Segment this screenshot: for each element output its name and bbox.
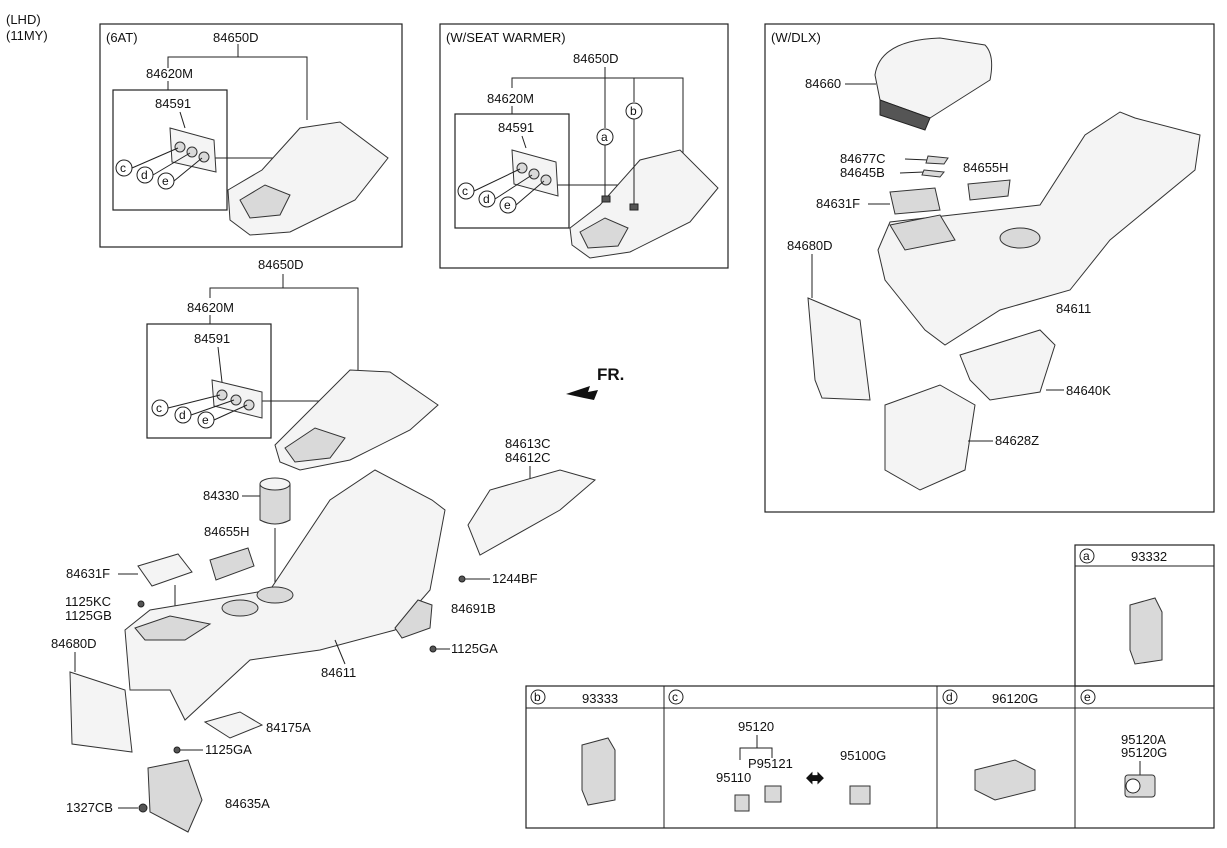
svg-text:e: e xyxy=(202,413,209,427)
table-e-part-1: 95120A xyxy=(1121,732,1166,747)
swap-arrow-icon: ⬌ xyxy=(806,765,824,790)
table-frame xyxy=(525,685,1215,829)
header-model-year: (11MY) xyxy=(6,28,48,43)
bracket-84691b xyxy=(394,599,433,639)
label-84635a: 84635A xyxy=(225,796,270,811)
dlx-label-84645b: 84645B xyxy=(840,165,885,180)
dlx-armrest-label: 84660 xyxy=(805,76,841,91)
svg-text:b: b xyxy=(630,104,637,118)
side-cover xyxy=(467,469,597,556)
dlx-label-84677c: 84677C xyxy=(840,151,886,166)
svg-text:d: d xyxy=(946,690,953,704)
box-6at-frame xyxy=(99,23,403,248)
label-84631f: 84631F xyxy=(66,566,110,581)
front-arrow-icon xyxy=(566,386,598,400)
dlx-label-84680d: 84680D xyxy=(787,238,833,253)
table-d-part: 96120G xyxy=(992,691,1038,706)
box-seat-frame xyxy=(439,23,729,269)
box-seat-title: (W/SEAT WARMER) xyxy=(446,30,566,45)
switch-93332 xyxy=(1129,597,1163,665)
svg-text:e: e xyxy=(162,174,169,188)
label-1327cb: 1327CB xyxy=(66,800,113,815)
box-seat-panel-label: 84591 xyxy=(498,120,534,135)
dlx-label-84611: 84611 xyxy=(1056,301,1091,316)
box-6at-sub-label: 84620M xyxy=(146,66,193,81)
dlx-storage-bin xyxy=(884,384,976,491)
main-sub-label: 84620M xyxy=(187,300,234,315)
table-c-part-1: 95120 xyxy=(738,719,774,734)
dlx-end-cap xyxy=(807,297,871,401)
mount-bracket xyxy=(147,759,203,833)
svg-text:c: c xyxy=(120,161,126,175)
parts-table: a 93332 b 93333 c 95120 P95121 95110 951… xyxy=(525,544,1215,829)
dlx-label-84631f: 84631F xyxy=(816,196,860,211)
label-1125ga-1: 1125GA xyxy=(451,641,498,656)
main-tray xyxy=(209,547,255,581)
label-84655h: 84655H xyxy=(204,524,250,539)
dlx-label-84628z: 84628Z xyxy=(995,433,1039,448)
svg-text:c: c xyxy=(156,401,162,415)
table-c-part-2: P95121 xyxy=(748,756,793,771)
box-dlx: (W/DLX) 84660 84677C 84645B 84655H 84631… xyxy=(764,23,1215,513)
box-6at-subframe xyxy=(112,89,228,211)
svg-text:a: a xyxy=(1083,549,1090,563)
box-dlx-title: (W/DLX) xyxy=(771,30,821,45)
svg-text:a: a xyxy=(601,130,608,144)
box-seat-warmer: (W/SEAT WARMER) 84650D 84620M 84591 c d … xyxy=(439,23,729,269)
box-6at-assy-label: 84650D xyxy=(213,30,259,45)
table-a-part: 93332 xyxy=(1131,549,1167,564)
label-84680d: 84680D xyxy=(51,636,97,651)
box-seat-sub-label: 84620M xyxy=(487,91,534,106)
label-1125ga-2: 1125GA xyxy=(205,742,252,757)
svg-text:e: e xyxy=(504,198,511,212)
main-assembly: 84650D 84620M 84591 c d e FR. 84330 xyxy=(51,257,624,833)
svg-text:d: d xyxy=(179,408,186,422)
outlet-96120g xyxy=(974,759,1036,801)
label-1244bf: 1244BF xyxy=(492,571,538,586)
front-label: FR. xyxy=(597,365,624,384)
box-seat-assy-label: 84650D xyxy=(573,51,619,66)
label-84611: 84611 xyxy=(321,665,356,680)
header-lhd: (LHD) xyxy=(6,12,41,27)
box-6at-panel-label: 84591 xyxy=(155,96,191,111)
main-end-cap xyxy=(69,671,133,753)
main-panel-label: 84591 xyxy=(194,331,230,346)
bolt-icon xyxy=(137,600,145,608)
label-84175a: 84175A xyxy=(266,720,311,735)
main-subframe xyxy=(146,323,272,439)
svg-text:e: e xyxy=(1084,690,1091,704)
table-c-part-4: 95100G xyxy=(840,748,886,763)
armrest-lid xyxy=(874,37,993,119)
svg-text:d: d xyxy=(483,192,490,206)
label-84613c: 84613C xyxy=(505,436,551,451)
box-6at: (6AT) 84650D 84620M 84591 c d e xyxy=(99,23,403,248)
table-c-part-3: 95110 xyxy=(716,770,751,785)
dlx-console-body xyxy=(877,111,1201,346)
label-84691b: 84691B xyxy=(451,601,496,616)
label-84330: 84330 xyxy=(203,488,239,503)
svg-text:c: c xyxy=(672,690,678,704)
label-84612c: 84612C xyxy=(505,450,551,465)
main-mat xyxy=(137,553,193,587)
main-assy-label: 84650D xyxy=(258,257,304,272)
label-1125kc: 1125KC xyxy=(65,594,111,609)
pad-84175a xyxy=(203,711,264,739)
svg-text:d: d xyxy=(141,168,148,182)
table-e-part-2: 95120G xyxy=(1121,745,1167,760)
table-b-part: 93333 xyxy=(582,691,618,706)
dlx-label-84655h: 84655H xyxy=(963,160,1009,175)
box-6at-title: (6AT) xyxy=(106,30,138,45)
dlx-cup-tray xyxy=(959,329,1056,401)
box-dlx-frame xyxy=(764,23,1215,513)
switch-93333 xyxy=(581,737,616,806)
dlx-label-84640k: 84640K xyxy=(1066,383,1111,398)
svg-text:b: b xyxy=(534,690,541,704)
box-seat-subframe xyxy=(454,113,570,229)
svg-text:c: c xyxy=(462,184,468,198)
label-1125gb: 1125GB xyxy=(65,608,112,623)
